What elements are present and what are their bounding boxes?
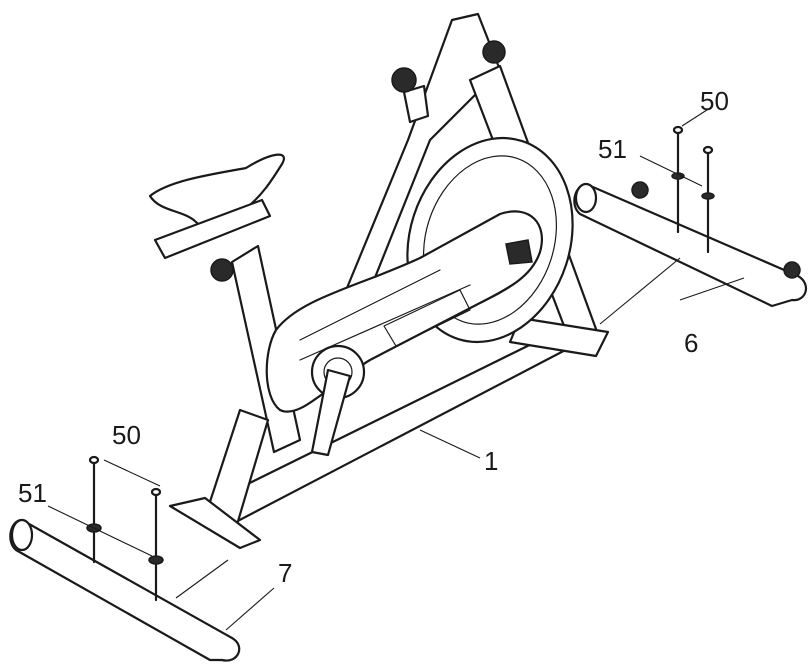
callout-washer-front: 51 bbox=[18, 478, 47, 508]
callout-bolt-front: 50 bbox=[112, 420, 141, 450]
washer-icon bbox=[671, 172, 685, 180]
callout-labels: 1 6 7 50 51 50 51 bbox=[18, 86, 729, 588]
callout-front-stabilizer: 7 bbox=[278, 558, 292, 588]
callout-bolt-rear: 50 bbox=[700, 86, 729, 116]
callout-frame: 1 bbox=[484, 446, 498, 476]
handlebar-stem bbox=[391, 40, 506, 124]
adjust-knob-icon bbox=[482, 40, 506, 64]
leader-lines bbox=[47, 107, 745, 631]
crank-assembly bbox=[310, 239, 533, 457]
rear-stabilizer bbox=[573, 181, 808, 308]
rear-bolts bbox=[671, 125, 715, 254]
seat-knob-icon bbox=[210, 258, 234, 282]
callout-washer-rear: 51 bbox=[598, 134, 627, 164]
washer-icon bbox=[148, 555, 164, 565]
washer-icon bbox=[701, 192, 715, 200]
front-stabilizer bbox=[9, 518, 241, 662]
seat bbox=[148, 153, 285, 282]
tension-knob-icon bbox=[391, 67, 417, 93]
callout-rear-stabilizer: 6 bbox=[684, 328, 698, 358]
